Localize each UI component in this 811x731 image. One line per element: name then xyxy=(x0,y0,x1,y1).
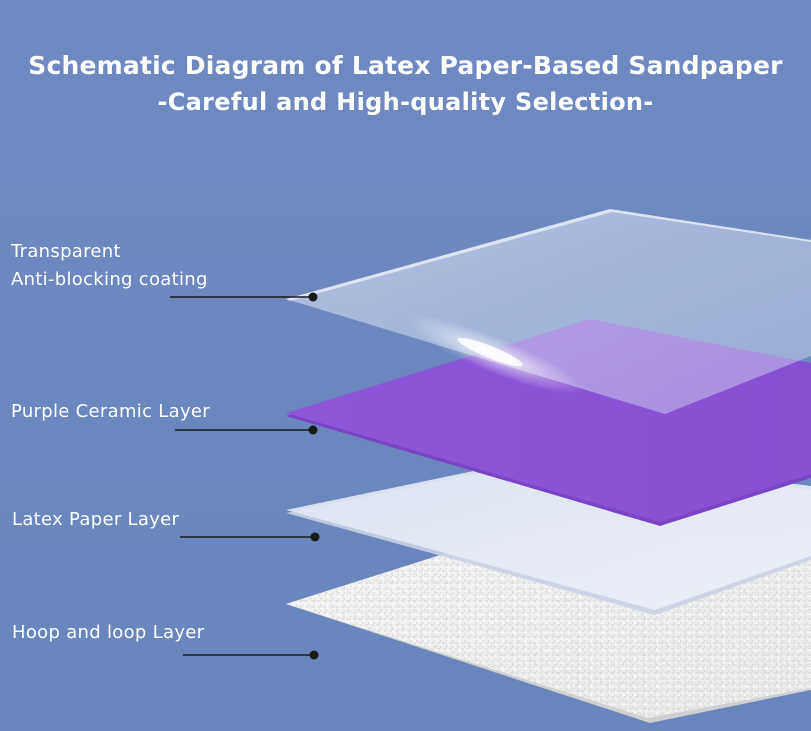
transparent-coating-sheet xyxy=(286,209,811,414)
label-transparent-line1: Transparent xyxy=(11,241,121,262)
label-transparent-line2: Anti-blocking coating xyxy=(11,269,208,290)
leader-line-purple xyxy=(175,425,318,435)
label-purple-ceramic: Purple Ceramic Layer xyxy=(11,401,210,422)
label-latex-paper: Latex Paper Layer xyxy=(12,509,180,530)
leader-line-latex xyxy=(180,532,320,542)
diagram-title: Schematic Diagram of Latex Paper-Based S… xyxy=(28,51,783,80)
label-hoop-loop: Hoop and loop Layer xyxy=(12,622,205,643)
diagram-subtitle: -Careful and High-quality Selection- xyxy=(157,88,654,116)
leader-line-hoop xyxy=(183,650,319,660)
leader-line-transparent xyxy=(170,292,318,302)
